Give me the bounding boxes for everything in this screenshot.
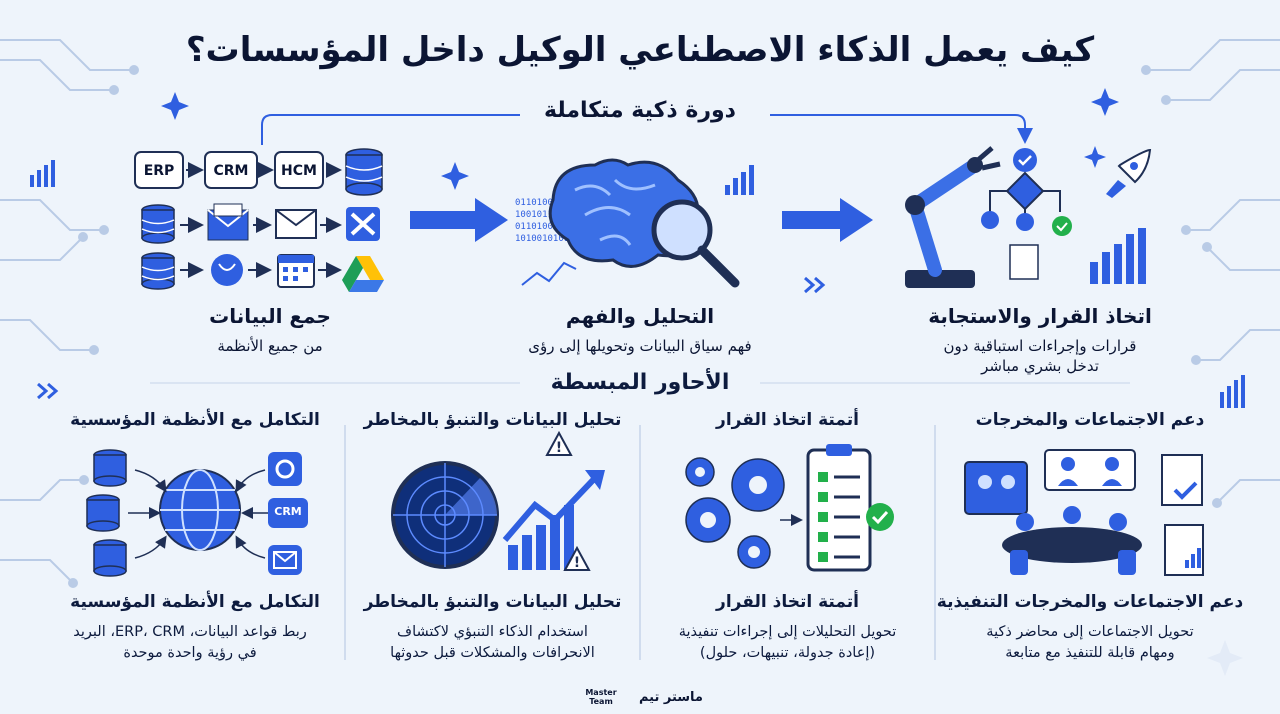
brand-logo: Master Team ماستر تيم bbox=[583, 688, 703, 710]
step-analyze-title: التحليل والفهم bbox=[565, 304, 715, 328]
svg-text:0110100110: 0110100110 bbox=[515, 222, 569, 232]
step-analyze-desc: فهم سياق البيانات وتحويلها إلى رؤى bbox=[528, 337, 752, 355]
radar-illustration: ! ! bbox=[391, 430, 605, 571]
pillar-risk-line1: استخدام الذكاء التنبؤي لاكتشاف bbox=[397, 624, 588, 640]
crm-badge: CRM bbox=[274, 505, 302, 518]
pillar-meetings-line2: ومهام قابلة للتنفيذ مع متابعة bbox=[1005, 645, 1175, 661]
brain-analysis-illustration: 0110100101 1001011010 0110100110 1010010101 bbox=[515, 158, 754, 288]
pillar-risk-header: تحليل البيانات والتنبؤ بالمخاطر bbox=[363, 410, 622, 430]
check-icon bbox=[866, 503, 894, 531]
svg-text:1001011010: 1001011010 bbox=[515, 210, 569, 220]
flow-arrow-icon bbox=[410, 198, 873, 242]
data-sources-illustration: ERP CRM HCM bbox=[134, 148, 384, 292]
step-decide-title: اتخاذ القرار والاستجابة bbox=[928, 304, 1152, 328]
step-decide-desc-line2: تدخل بشري مباشر bbox=[981, 357, 1099, 375]
brand-en-line2: Team bbox=[589, 697, 613, 706]
svg-text:1010010101: 1010010101 bbox=[515, 234, 569, 244]
pillar-automation-header: أتمتة اتخاذ القرار bbox=[716, 410, 859, 430]
pillar-automation-line2: (إعادة جدولة، تنبيهات، حلول) bbox=[699, 645, 876, 661]
teams-icon bbox=[211, 254, 243, 286]
pillar-risk-title: تحليل البيانات والتنبؤ بالمخاطر bbox=[363, 592, 622, 612]
pillars-title: الأحاور المبسطة bbox=[550, 370, 730, 395]
pillar-automation-line1: تحويل التحليلات إلى إجراءات تنفيذية bbox=[678, 624, 897, 640]
svg-text:!: ! bbox=[556, 440, 562, 456]
cycle-arc bbox=[261, 114, 1025, 145]
pillar-integration-line1: ربط قواعد البيانات، ERP، CRM، البريد bbox=[73, 624, 307, 640]
circuit-decoration-right bbox=[1141, 39, 1280, 508]
pillar-automation-title: أتمتة اتخاذ القرار bbox=[716, 592, 859, 612]
database-icon bbox=[345, 148, 383, 196]
step-collect-desc: من جميع الأنظمة bbox=[217, 337, 323, 355]
pillar-meetings-header: دعم الاجتماعات والمخرجات bbox=[975, 410, 1205, 430]
document-icon bbox=[1164, 524, 1204, 576]
envelope-icon bbox=[275, 209, 317, 239]
pillar-integration-header: التكامل مع الأنظمة المؤسسية bbox=[70, 410, 320, 430]
sparkle-icon bbox=[161, 88, 1119, 190]
warning-icon bbox=[545, 430, 573, 456]
meeting-illustration bbox=[964, 449, 1204, 576]
svg-text:0110100101: 0110100101 bbox=[515, 198, 569, 208]
crm-icon: CRM bbox=[214, 163, 249, 179]
cycle-title: دورة ذكية متكاملة bbox=[544, 98, 736, 123]
svg-text:!: ! bbox=[574, 555, 580, 571]
step-collect-title: جمع البيانات bbox=[209, 304, 331, 328]
double-chevron-icon bbox=[37, 276, 826, 400]
checklist-icon bbox=[806, 448, 872, 572]
circuit-decoration-left bbox=[0, 39, 139, 588]
step-decide-desc-line1: قرارات وإجراءات استباقية دون bbox=[943, 337, 1137, 355]
erp-icon: ERP bbox=[144, 163, 175, 179]
mail-icon bbox=[207, 203, 249, 241]
robot-decision-illustration bbox=[905, 146, 1152, 288]
page-title: كيف يعمل الذكاء الاصطناعي الوكيل داخل ال… bbox=[185, 30, 1095, 70]
database-icon bbox=[86, 449, 127, 577]
google-drive-icon bbox=[342, 256, 384, 292]
outlook-icon bbox=[346, 207, 380, 241]
gear-icon bbox=[268, 452, 302, 486]
bar-chart-icon bbox=[30, 160, 1245, 408]
column-divider bbox=[344, 425, 936, 660]
calendar-icon bbox=[277, 254, 315, 288]
brand-en-line1: Master bbox=[585, 688, 617, 697]
integration-illustration bbox=[86, 449, 308, 577]
brand-ar: ماستر تيم bbox=[638, 690, 703, 705]
database-icon bbox=[141, 204, 175, 244]
warning-icon bbox=[563, 545, 591, 571]
pillar-integration-title: التكامل مع الأنظمة المؤسسية bbox=[70, 592, 320, 612]
database-icon bbox=[141, 252, 175, 290]
automation-illustration bbox=[685, 444, 894, 572]
pillar-integration-line2: في رؤية واحدة موحدة bbox=[123, 645, 257, 661]
sparkle-icon bbox=[1207, 640, 1243, 676]
pillar-risk-line2: الانحرافات والمشكلات قبل حدوثها bbox=[390, 645, 595, 661]
hcm-icon: HCM bbox=[281, 163, 317, 179]
pillar-meetings-line1: تحويل الاجتماعات إلى محاضر ذكية bbox=[986, 624, 1194, 640]
pillar-meetings-title: دعم الاجتماعات والمخرجات التنفيذية bbox=[936, 592, 1244, 612]
